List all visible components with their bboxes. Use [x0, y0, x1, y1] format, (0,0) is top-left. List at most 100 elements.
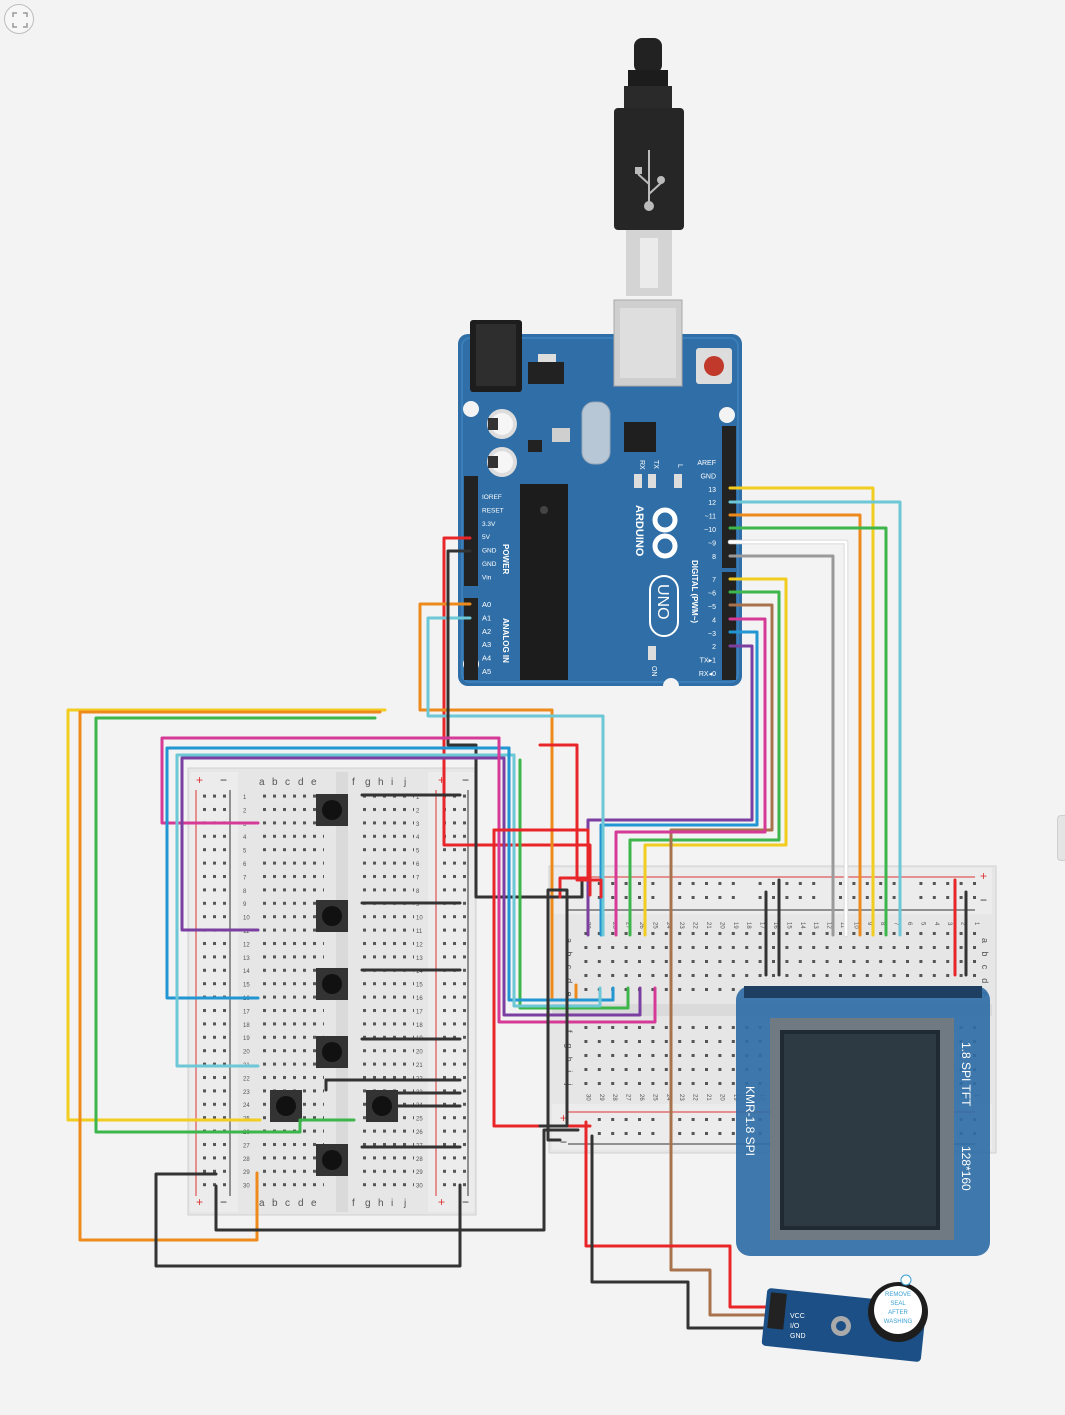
rail-hole[interactable]	[718, 896, 722, 899]
breadboard-hole[interactable]	[731, 1082, 735, 1085]
breadboard-hole[interactable]	[678, 932, 682, 935]
push-button-3[interactable]	[316, 968, 348, 1000]
breadboard-hole[interactable]	[624, 960, 628, 963]
breadboard-hole[interactable]	[597, 1068, 601, 1071]
green-wire[interactable]	[94, 716, 377, 1134]
breadboard-hole[interactable]	[691, 1026, 695, 1029]
breadboard-hole[interactable]	[731, 1040, 735, 1043]
breadboard-hole[interactable]	[691, 932, 695, 935]
rail-hole[interactable]	[705, 1118, 708, 1121]
breadboard-hole[interactable]	[798, 974, 802, 977]
breadboard-hole[interactable]	[691, 1082, 695, 1085]
breadboard-hole[interactable]	[584, 974, 588, 977]
breadboard-hole[interactable]	[638, 1054, 641, 1057]
breadboard-hole[interactable]	[664, 1040, 668, 1043]
breadboard-hole[interactable]	[624, 946, 628, 949]
power-header[interactable]	[464, 476, 478, 586]
breadboard-hole[interactable]	[678, 960, 682, 963]
breadboard-hole[interactable]	[839, 960, 842, 963]
breadboard-hole[interactable]	[879, 974, 883, 977]
breadboard-hole[interactable]	[932, 974, 936, 977]
push-button-5[interactable]	[270, 1090, 302, 1122]
breadboard-hole[interactable]	[705, 1054, 708, 1057]
breadboard-hole[interactable]	[638, 1040, 641, 1043]
red-wire[interactable]	[442, 536, 592, 897]
breadboard-hole[interactable]	[718, 946, 722, 949]
breadboard-hole[interactable]	[731, 946, 735, 949]
tft-display-module[interactable]: 1.8 SPI TFT 128*160 KMR-1.8 SPI	[736, 986, 990, 1256]
rail-hole[interactable]	[758, 882, 762, 885]
rail-hole[interactable]	[691, 1132, 695, 1135]
breadboard-hole[interactable]	[731, 974, 735, 977]
breadboard-hole[interactable]	[892, 960, 896, 963]
breadboard-hole[interactable]	[892, 932, 896, 935]
rail-hole[interactable]	[932, 882, 936, 885]
breadboard-hole[interactable]	[865, 974, 869, 977]
breadboard-hole[interactable]	[798, 932, 802, 935]
breadboard-hole[interactable]	[638, 932, 641, 935]
purple-wire[interactable]	[180, 756, 506, 932]
breadboard-hole[interactable]	[705, 1040, 708, 1043]
push-button-6[interactable]	[366, 1090, 398, 1122]
breadboard-hole[interactable]	[839, 932, 842, 935]
rail-hole[interactable]	[651, 1132, 655, 1135]
breadboard-hole[interactable]	[919, 974, 923, 977]
rail-hole[interactable]	[691, 1118, 695, 1121]
breadboard-hole[interactable]	[651, 1054, 655, 1057]
breadboard-hole[interactable]	[597, 946, 601, 949]
breadboard-hole[interactable]	[718, 974, 722, 977]
rail-hole[interactable]	[651, 1118, 655, 1121]
breadboard-hole[interactable]	[691, 960, 695, 963]
breadboard-hole[interactable]	[664, 946, 668, 949]
breadboard-hole[interactable]	[718, 1054, 722, 1057]
rail-hole[interactable]	[638, 1118, 641, 1121]
breadboard-hole[interactable]	[812, 974, 816, 977]
breadboard-hole[interactable]	[651, 1068, 655, 1071]
breadboard-hole[interactable]	[946, 932, 950, 935]
usb-cable[interactable]	[614, 38, 684, 296]
breadboard-hole[interactable]	[852, 932, 856, 935]
rail-hole[interactable]	[959, 882, 963, 885]
rail-hole[interactable]	[678, 896, 682, 899]
breadboard-hole[interactable]	[745, 974, 749, 977]
rail-hole[interactable]	[892, 896, 896, 899]
breadboard-hole[interactable]	[611, 1054, 615, 1057]
rail-hole[interactable]	[651, 896, 655, 899]
black-wire[interactable]	[590, 1134, 772, 1330]
breadboard-hole[interactable]	[584, 932, 588, 935]
breadboard-hole[interactable]	[651, 960, 655, 963]
breadboard-hole[interactable]	[691, 988, 695, 991]
red-wire[interactable]	[584, 1120, 772, 1309]
breadboard-hole[interactable]	[772, 932, 775, 935]
rail-hole[interactable]	[678, 1118, 682, 1121]
rail-hole[interactable]	[758, 896, 762, 899]
breadboard-hole[interactable]	[664, 1054, 668, 1057]
breadboard-hole[interactable]	[584, 1040, 588, 1043]
yellow-wire[interactable]	[643, 577, 788, 937]
magenta-wire[interactable]	[497, 736, 657, 1024]
breadboard-hole[interactable]	[785, 932, 789, 935]
rail-hole[interactable]	[919, 882, 923, 885]
cyan-wire[interactable]	[728, 500, 902, 937]
breadboard-hole[interactable]	[651, 974, 655, 977]
breadboard-hole[interactable]	[597, 1026, 601, 1029]
red-wire[interactable]	[492, 828, 590, 899]
breadboard-hole[interactable]	[731, 1068, 735, 1071]
arduino-uno-board[interactable]: RX TX L ON ARDUINO UNO DIGITAL (PWM~) PO…	[458, 299, 742, 694]
rail-hole[interactable]	[812, 882, 816, 885]
breadboard-hole[interactable]	[973, 960, 976, 963]
breadboard-hole[interactable]	[946, 946, 950, 949]
rail-hole[interactable]	[624, 1132, 628, 1135]
breadboard-hole[interactable]	[638, 1082, 641, 1085]
breadboard-hole[interactable]	[879, 932, 883, 935]
breadboard-hole[interactable]	[973, 932, 976, 935]
breadboard-hole[interactable]	[651, 932, 655, 935]
breadboard-hole[interactable]	[718, 988, 722, 991]
black-wire[interactable]	[538, 888, 569, 1142]
breadboard-hole[interactable]	[865, 960, 869, 963]
breadboard-hole[interactable]	[919, 960, 923, 963]
rail-hole[interactable]	[785, 882, 789, 885]
breadboard-hole[interactable]	[705, 974, 708, 977]
rail-hole[interactable]	[852, 896, 856, 899]
digital-header-bottom[interactable]	[722, 572, 736, 680]
